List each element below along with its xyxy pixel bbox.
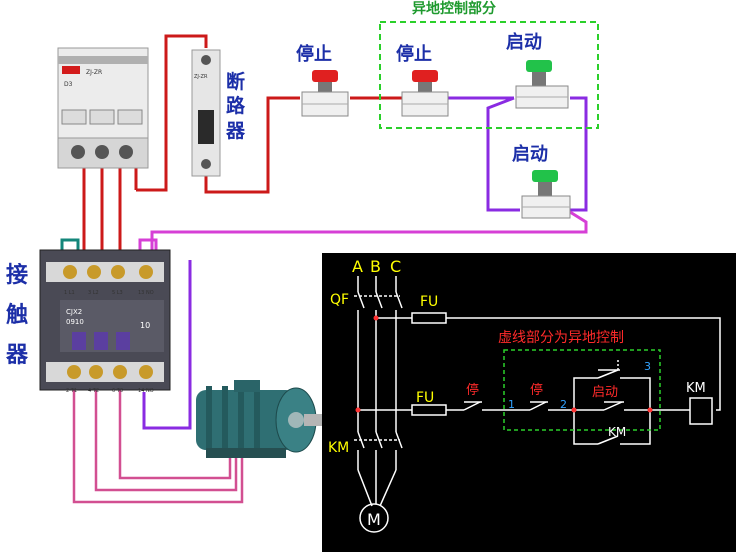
motor-image xyxy=(196,380,324,458)
contactor-model-a: CJX2 xyxy=(66,308,82,316)
km-main-label: KM xyxy=(328,440,349,456)
start-button-remote[interactable] xyxy=(515,60,569,109)
phase-b-label: B xyxy=(370,257,381,276)
remote-dashed-box xyxy=(503,349,661,431)
breaker-label-3: 器 xyxy=(225,120,246,142)
node-2: 2 xyxy=(560,398,567,411)
stop-button-local[interactable] xyxy=(301,70,349,117)
fu-top-label: FU xyxy=(420,294,438,310)
motor-symbol-label: M xyxy=(367,510,381,529)
fu-left-label: FU xyxy=(416,390,434,406)
schematic-panel: A B C xyxy=(322,253,736,552)
terminal-top-1: 1 L1 xyxy=(64,290,75,296)
node-3: 3 xyxy=(644,360,651,373)
contactor-rating: 10 xyxy=(140,321,150,330)
stop-b-label: 停 xyxy=(530,382,543,398)
terminal-bottom-2: 4 T2 xyxy=(88,388,99,394)
pink-motor-wires xyxy=(72,390,244,504)
phase-c-label: C xyxy=(390,257,401,276)
terminal-top-4: 13 NO xyxy=(138,290,154,296)
start-button-local[interactable] xyxy=(521,170,571,219)
phase-a-label: A xyxy=(352,257,363,276)
mini-circuit-breaker: ZJ-ZR xyxy=(191,49,221,177)
dashed-note: 虚线部分为异地控制 xyxy=(498,330,624,346)
start-label-1: 启动 xyxy=(506,31,542,53)
remote-control-box xyxy=(379,21,599,129)
qf-label: QF xyxy=(330,292,349,308)
terminal-top-3: 5 L3 xyxy=(112,290,123,296)
terminal-bottom-3: 6 T3 xyxy=(112,388,123,394)
breaker-label-1: 断 xyxy=(226,70,245,93)
start-symbol-label: 启动 xyxy=(592,385,618,400)
circuit-breaker-3p: ZJ-ZR D3 xyxy=(57,47,149,169)
contactor-label-2: 触 xyxy=(6,302,28,328)
contactor-label-1: 接 xyxy=(6,263,28,288)
contactor-cjx2: 1 L1 3 L2 5 L3 13 NO CJX2 0910 10 2 T1 4… xyxy=(39,249,171,394)
km-aux-label: KM xyxy=(608,425,626,439)
terminal-bottom-1: 2 T1 xyxy=(66,388,77,394)
contactor-label-3: 器 xyxy=(5,343,29,368)
stop-label-1: 停止 xyxy=(296,43,332,65)
stop-button-remote[interactable] xyxy=(401,70,449,117)
terminal-top-2: 3 L2 xyxy=(88,290,99,296)
main-power-lines xyxy=(354,276,721,533)
stop-label-2: 停止 xyxy=(396,43,432,65)
node-1: 1 xyxy=(508,398,515,411)
red-control-wire xyxy=(136,34,404,194)
terminal-bottom-4: 14 NO xyxy=(138,388,154,394)
start-label-2: 启动 xyxy=(512,143,548,165)
km-coil-label: KM xyxy=(686,381,706,396)
breaker-brand-text: ZJ-ZR xyxy=(86,69,102,76)
remote-control-title: 异地控制部分 xyxy=(412,0,496,17)
purple-start-wire xyxy=(142,96,588,430)
breaker-model-text: D3 xyxy=(64,81,73,88)
mini-breaker-brand: ZJ-ZR xyxy=(194,74,208,80)
stop-a-label: 停 xyxy=(466,382,479,398)
contactor-model-b: 0910 xyxy=(66,318,84,326)
breaker-label-2: 路 xyxy=(226,94,246,117)
